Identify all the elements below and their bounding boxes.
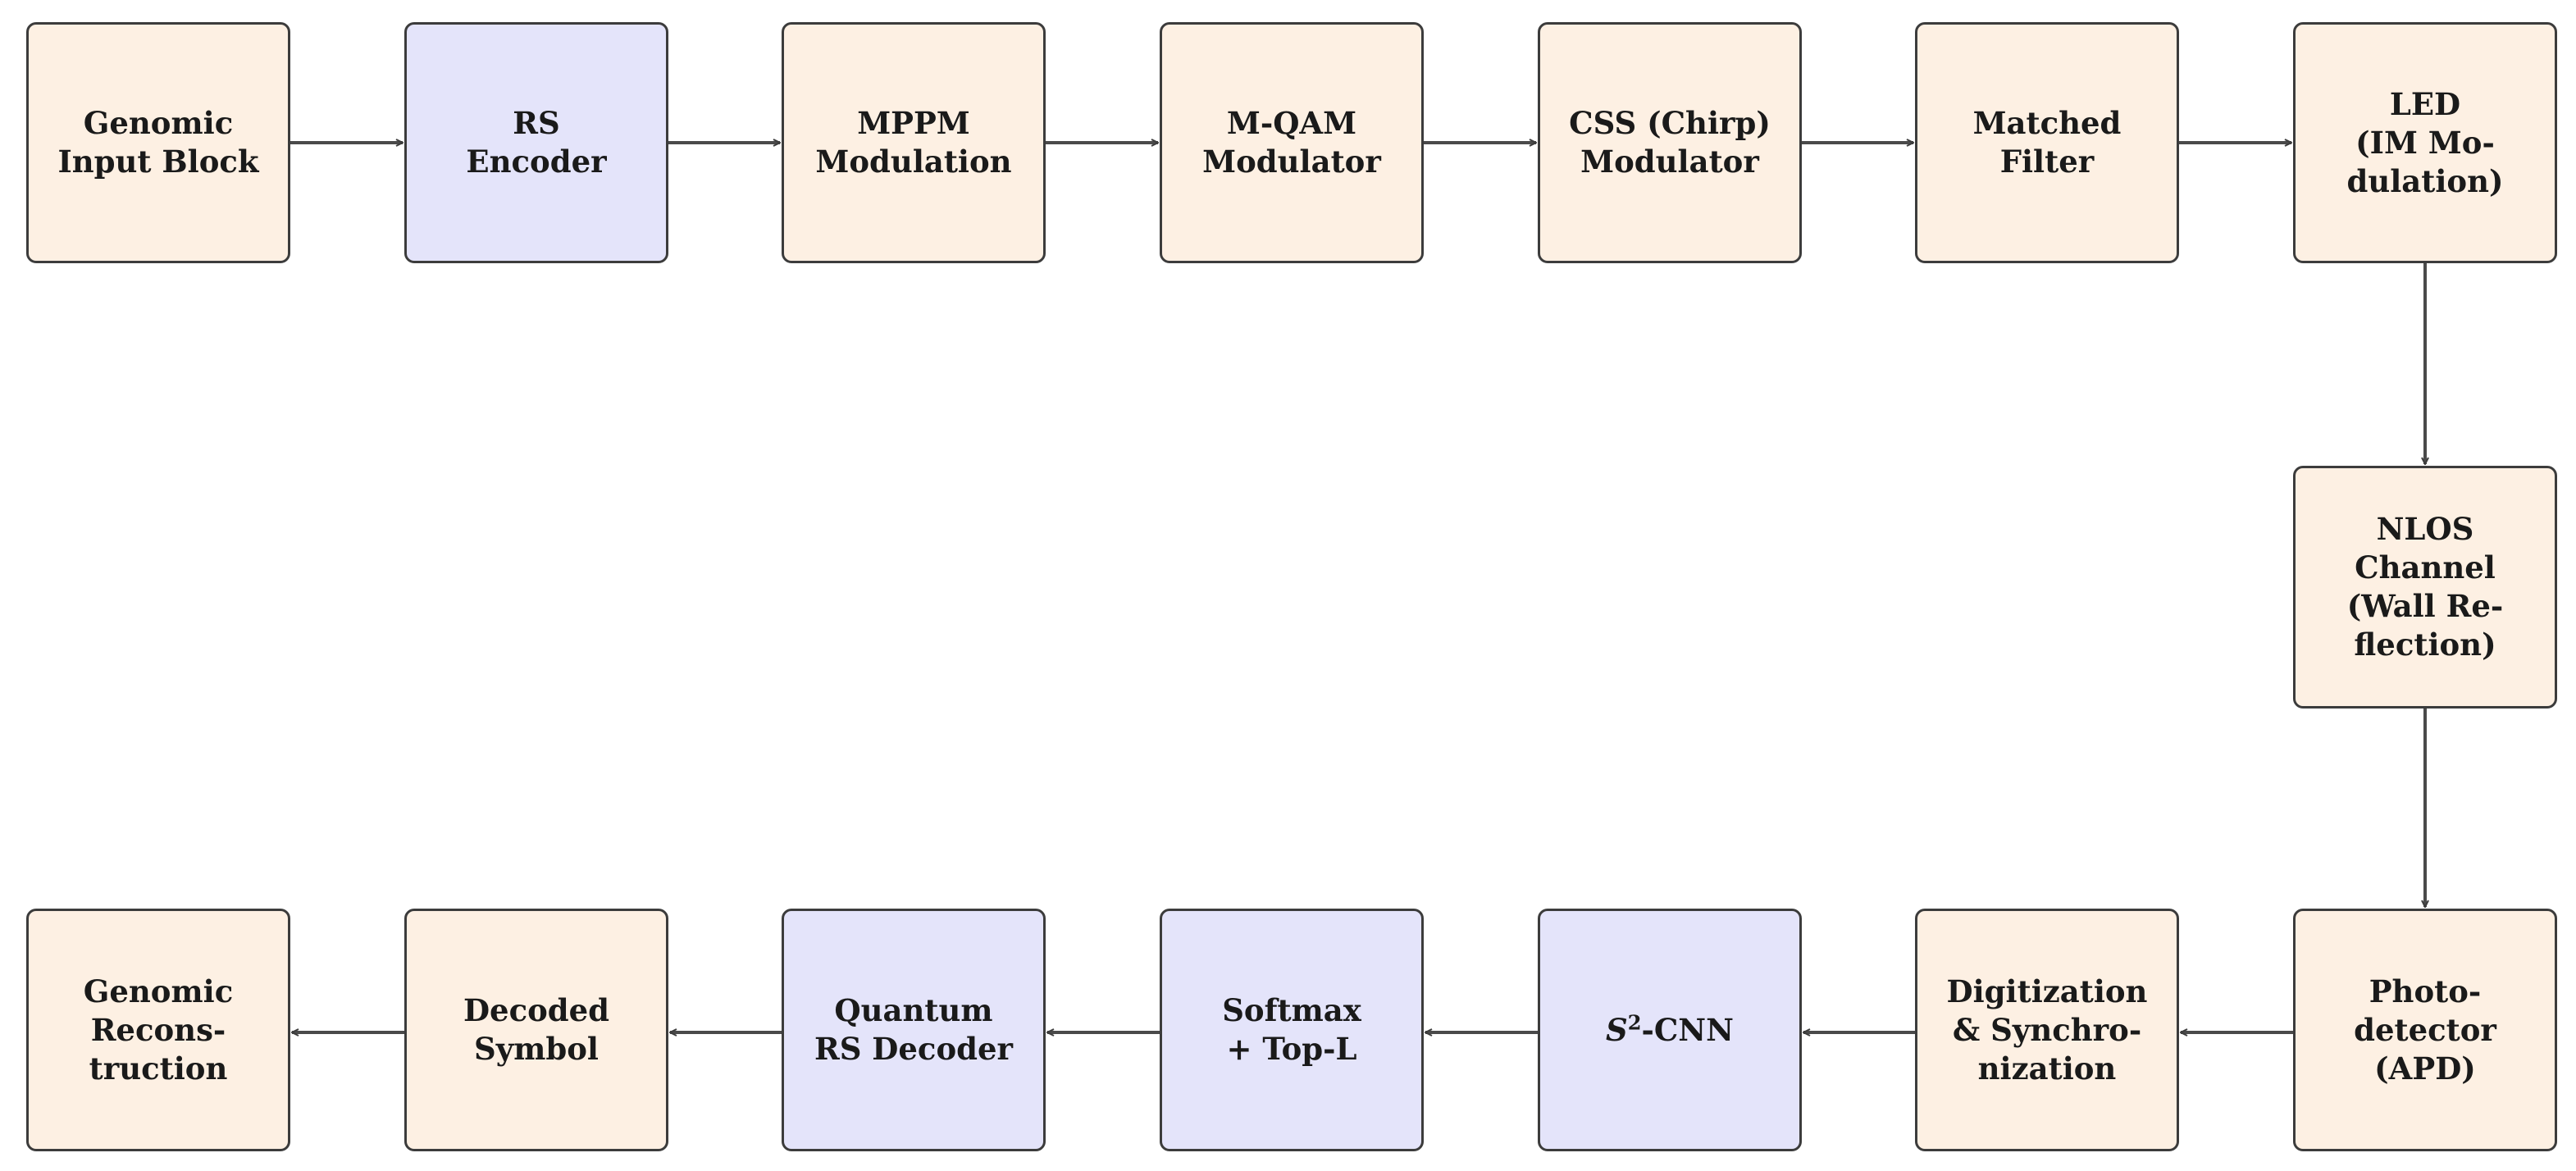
m-qam-modulator-block: M-QAM Modulator — [1160, 22, 1424, 263]
rs-encoder-block: RS Encoder — [404, 22, 668, 263]
photodetector-apd-label: Photo- detector (APD) — [2354, 973, 2496, 1087]
digitization-synchronization-block: Digitization & Synchro- nization — [1915, 909, 2179, 1151]
decoded-symbol-label: Decoded Symbol — [463, 992, 610, 1067]
css-chirp-modulator-label: CSS (Chirp) Modulator — [1569, 105, 1771, 180]
quantum-rs-decoder-block: Quantum RS Decoder — [782, 909, 1046, 1151]
s2-cnn-label-prefix: S — [1606, 1011, 1628, 1048]
photodetector-apd-block: Photo- detector (APD) — [2293, 909, 2557, 1151]
s2-cnn-block: S2-CNN — [1538, 909, 1802, 1151]
softmax-top-l-block: Softmax + Top-L — [1160, 909, 1424, 1151]
nlos-channel-label: NLOS Channel (Wall Re- flection) — [2346, 511, 2504, 663]
led-im-modulation-block: LED (IM Mo- dulation) — [2293, 22, 2557, 263]
genomic-reconstruction-block: Genomic Recons- truction — [26, 909, 290, 1151]
rs-encoder-label: RS Encoder — [466, 105, 607, 180]
genomic-reconstruction-label: Genomic Recons- truction — [83, 973, 234, 1087]
quantum-rs-decoder-label: Quantum RS Decoder — [814, 992, 1014, 1067]
m-qam-modulator-label: M-QAM Modulator — [1202, 105, 1381, 180]
nlos-channel-block: NLOS Channel (Wall Re- flection) — [2293, 466, 2557, 709]
genomic-input-block: Genomic Input Block — [26, 22, 290, 263]
s2-cnn-label-suffix: -CNN — [1641, 1011, 1734, 1048]
matched-filter-block: Matched Filter — [1915, 22, 2179, 263]
led-im-modulation-label: LED (IM Mo- dulation) — [2346, 85, 2504, 199]
matched-filter-label: Matched Filter — [1972, 105, 2122, 180]
genomic-input-block-label: Genomic Input Block — [57, 105, 259, 180]
css-chirp-modulator-block: CSS (Chirp) Modulator — [1538, 22, 1802, 263]
digitization-synchronization-label: Digitization & Synchro- nization — [1946, 973, 2148, 1087]
softmax-top-l-label: Softmax + Top-L — [1222, 992, 1361, 1067]
mppm-modulation-block: MPPM Modulation — [782, 22, 1046, 263]
s2-cnn-label: S2-CNN — [1594, 1011, 1745, 1050]
decoded-symbol-block: Decoded Symbol — [404, 909, 668, 1151]
s2-cnn-label-sup: 2 — [1627, 1010, 1642, 1035]
mppm-modulation-label: MPPM Modulation — [815, 105, 1012, 180]
